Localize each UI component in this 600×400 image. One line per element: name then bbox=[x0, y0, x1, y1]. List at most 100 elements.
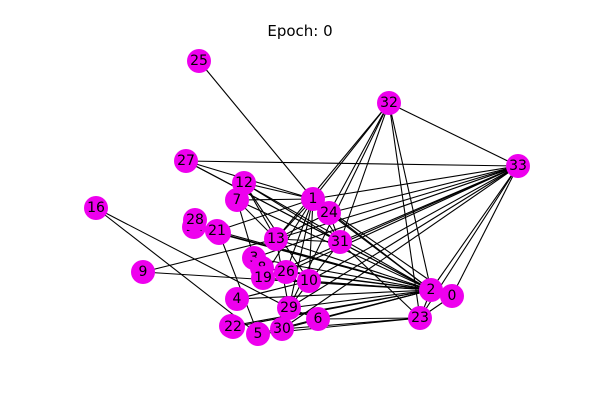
node-24: 24 bbox=[317, 201, 341, 225]
node-22: 22 bbox=[221, 315, 245, 339]
edge-32-13 bbox=[275, 102, 390, 240]
edge-27-33 bbox=[185, 160, 519, 167]
node-33: 33 bbox=[506, 154, 530, 178]
node-label-32: 32 bbox=[380, 95, 398, 111]
node-label-9: 9 bbox=[139, 264, 148, 280]
edge-12-31 bbox=[243, 182, 341, 243]
node-circle-13 bbox=[264, 227, 288, 251]
node-23: 23 bbox=[408, 306, 432, 330]
edge-32-33 bbox=[388, 102, 519, 167]
edge-10-2 bbox=[308, 280, 432, 291]
node-label-7: 7 bbox=[233, 192, 242, 208]
node-label-1: 1 bbox=[309, 191, 318, 207]
edge-4-2 bbox=[236, 289, 432, 300]
edge-29-2 bbox=[288, 289, 432, 309]
node-2: 2 bbox=[419, 278, 443, 302]
node-circle-19 bbox=[251, 266, 275, 290]
edge-21-1 bbox=[216, 198, 314, 232]
edge-33-24 bbox=[328, 165, 519, 214]
node-21: 21 bbox=[205, 219, 229, 243]
node-26: 26 bbox=[274, 260, 298, 284]
edge-1-10 bbox=[308, 198, 314, 282]
edge-27-31 bbox=[185, 160, 341, 243]
node-label-12: 12 bbox=[235, 175, 253, 191]
node-circle-30 bbox=[270, 317, 294, 341]
node-label-19: 19 bbox=[254, 270, 272, 286]
node-0: 0 bbox=[440, 284, 464, 308]
edge-32-24 bbox=[328, 102, 390, 214]
edge-24-2 bbox=[328, 212, 432, 291]
node-circle-26 bbox=[274, 260, 298, 284]
edge-33-1 bbox=[312, 165, 519, 200]
node-circle-16 bbox=[84, 196, 108, 220]
node-circle-29 bbox=[277, 296, 301, 320]
node-label-13: 13 bbox=[267, 231, 285, 247]
node-circle-32 bbox=[377, 91, 401, 115]
node-29: 29 bbox=[277, 296, 301, 320]
node-label-31: 31 bbox=[331, 234, 349, 250]
node-4: 4 bbox=[225, 287, 249, 311]
node-circle-4 bbox=[225, 287, 249, 311]
node-label-27: 27 bbox=[177, 153, 195, 169]
edge-33-0 bbox=[451, 165, 519, 297]
node-label-3: 3 bbox=[250, 250, 259, 266]
node-circle-23 bbox=[408, 306, 432, 330]
node-label-0: 0 bbox=[448, 288, 457, 304]
node-13: 13 bbox=[264, 227, 288, 251]
edge-9-13 bbox=[142, 238, 277, 273]
node-label-6: 6 bbox=[314, 311, 323, 327]
node-label-26: 26 bbox=[277, 264, 295, 280]
node-27: 27 bbox=[174, 149, 198, 173]
edge-7-1 bbox=[236, 198, 314, 201]
node-9: 9 bbox=[131, 260, 155, 284]
node-label-22: 22 bbox=[224, 319, 242, 335]
edge-33-29 bbox=[288, 165, 519, 309]
edge-33-30 bbox=[281, 165, 519, 330]
node-circle-27 bbox=[174, 149, 198, 173]
node-circle-31 bbox=[328, 230, 352, 254]
node-10: 10 bbox=[297, 269, 321, 293]
node-label-16: 16 bbox=[87, 200, 105, 216]
edge-18-2 bbox=[230, 289, 432, 327]
edge-32-31 bbox=[339, 102, 390, 243]
edge-31-2 bbox=[339, 241, 432, 291]
node-25: 25 bbox=[187, 49, 211, 73]
node-label-28: 28 bbox=[186, 212, 204, 228]
node-12: 12 bbox=[232, 171, 256, 195]
node-16: 16 bbox=[84, 196, 108, 220]
node-circle-28 bbox=[183, 208, 207, 232]
edge-6-23 bbox=[317, 317, 421, 320]
node-circle-12 bbox=[232, 171, 256, 195]
node-label-25: 25 bbox=[190, 53, 208, 69]
epoch-title: Epoch: 0 bbox=[267, 22, 333, 40]
node-label-30: 30 bbox=[273, 321, 291, 337]
node-circle-21 bbox=[205, 219, 229, 243]
node-circle-22 bbox=[221, 315, 245, 339]
node-5: 5 bbox=[246, 322, 270, 346]
edge-16-5 bbox=[95, 207, 259, 335]
edge-25-1 bbox=[198, 60, 314, 200]
node-30: 30 bbox=[270, 317, 294, 341]
edge-31-23 bbox=[339, 241, 421, 319]
edge-16-29 bbox=[95, 207, 290, 309]
node-32: 32 bbox=[377, 91, 401, 115]
node-28: 28 bbox=[183, 208, 207, 232]
edge-1-29 bbox=[288, 198, 314, 309]
node-circle-2 bbox=[419, 278, 443, 302]
node-circle-1 bbox=[301, 187, 325, 211]
node-circle-25 bbox=[187, 49, 211, 73]
node-circle-10 bbox=[297, 269, 321, 293]
node-31: 31 bbox=[328, 230, 352, 254]
edge-32-2 bbox=[388, 102, 432, 291]
node-label-21: 21 bbox=[208, 223, 226, 239]
node-circle-5 bbox=[246, 322, 270, 346]
node-6: 6 bbox=[306, 307, 330, 331]
node-1: 1 bbox=[301, 187, 325, 211]
edge-6-2 bbox=[317, 289, 432, 320]
node-label-24: 24 bbox=[320, 205, 338, 221]
node-label-33: 33 bbox=[509, 158, 527, 174]
edge-4-10 bbox=[236, 280, 310, 300]
node-circle-0 bbox=[440, 284, 464, 308]
